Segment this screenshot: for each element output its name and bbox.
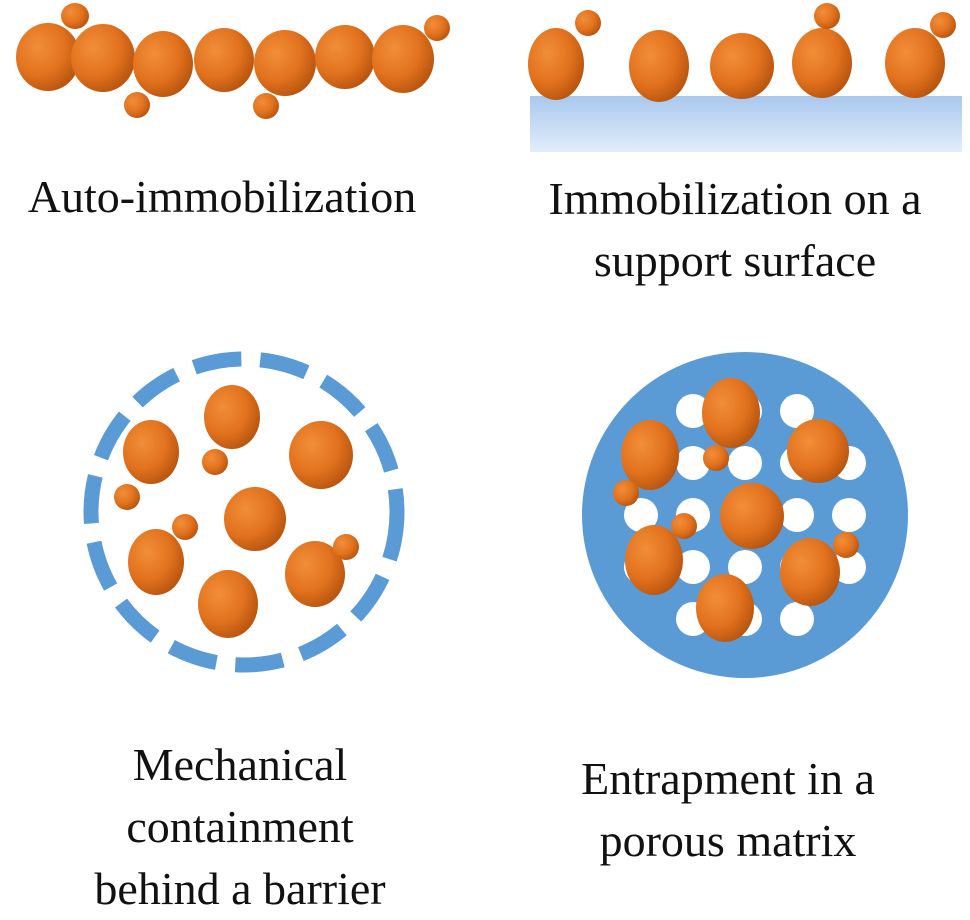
pore: [676, 394, 710, 428]
caption-auto-immobilization: Auto-immobilization: [0, 166, 444, 228]
cell: [787, 419, 849, 483]
cell: [703, 445, 729, 471]
cell: [124, 92, 150, 118]
cell: [930, 12, 956, 38]
auto-immobilization-panel: [16, 3, 450, 119]
cell: [720, 483, 784, 549]
cell: [61, 3, 89, 29]
cell: [671, 513, 697, 539]
caption-line: support surface: [593, 235, 877, 286]
cell: [204, 385, 260, 449]
cell: [613, 480, 639, 506]
cell: [224, 487, 286, 551]
pore: [780, 602, 814, 636]
barrier-panel: [83, 351, 405, 673]
caption-line: containment: [126, 801, 354, 852]
cell: [885, 28, 945, 98]
cell: [780, 538, 840, 606]
cell: [575, 10, 601, 36]
caption-support-surface: Immobilization on a support surface: [500, 168, 970, 292]
cell: [333, 534, 359, 560]
cell: [792, 28, 852, 98]
caption-line: Immobilization on a: [548, 173, 922, 224]
cell: [198, 570, 258, 638]
cell: [253, 93, 279, 119]
caption-line: Mechanical: [132, 739, 348, 790]
cell: [254, 30, 316, 96]
cell: [289, 421, 353, 489]
cell: [123, 420, 179, 484]
support-surface: [530, 96, 962, 152]
cell: [16, 23, 80, 91]
cell: [114, 484, 140, 510]
pore: [676, 550, 710, 584]
cell: [172, 514, 198, 540]
pore: [780, 498, 814, 532]
pore: [728, 550, 762, 584]
support-surface-panel: [528, 3, 962, 152]
cell: [814, 3, 840, 29]
cell: [696, 574, 754, 642]
cell: [194, 28, 254, 92]
cell: [702, 378, 760, 448]
pore: [728, 446, 762, 480]
cell: [202, 449, 228, 475]
caption-line: Entrapment in a: [581, 753, 875, 804]
caption-porous-matrix: Entrapment in a porous matrix: [516, 748, 940, 872]
pore: [832, 498, 866, 532]
cell: [285, 541, 345, 607]
cell: [629, 30, 689, 102]
caption-line: porous matrix: [599, 815, 857, 866]
caption-mechanical-containment: Mechanical containment behind a barrier: [40, 734, 440, 920]
cell: [315, 25, 375, 89]
cell: [424, 15, 450, 41]
cell: [133, 31, 193, 97]
pore: [780, 394, 814, 428]
pore: [624, 498, 658, 532]
cell: [833, 532, 859, 558]
cell: [528, 28, 584, 100]
pore: [832, 550, 866, 584]
pore: [676, 446, 710, 480]
caption-line: behind a barrier: [94, 863, 386, 914]
cell: [71, 24, 135, 92]
caption-line: Auto-immobilization: [27, 171, 417, 222]
dashed-barrier: [83, 351, 405, 673]
porous-matrix-panel: [582, 352, 908, 678]
cell: [128, 529, 184, 595]
cell: [625, 525, 683, 595]
cell: [710, 33, 774, 99]
cell: [621, 420, 679, 490]
cell: [372, 25, 434, 93]
